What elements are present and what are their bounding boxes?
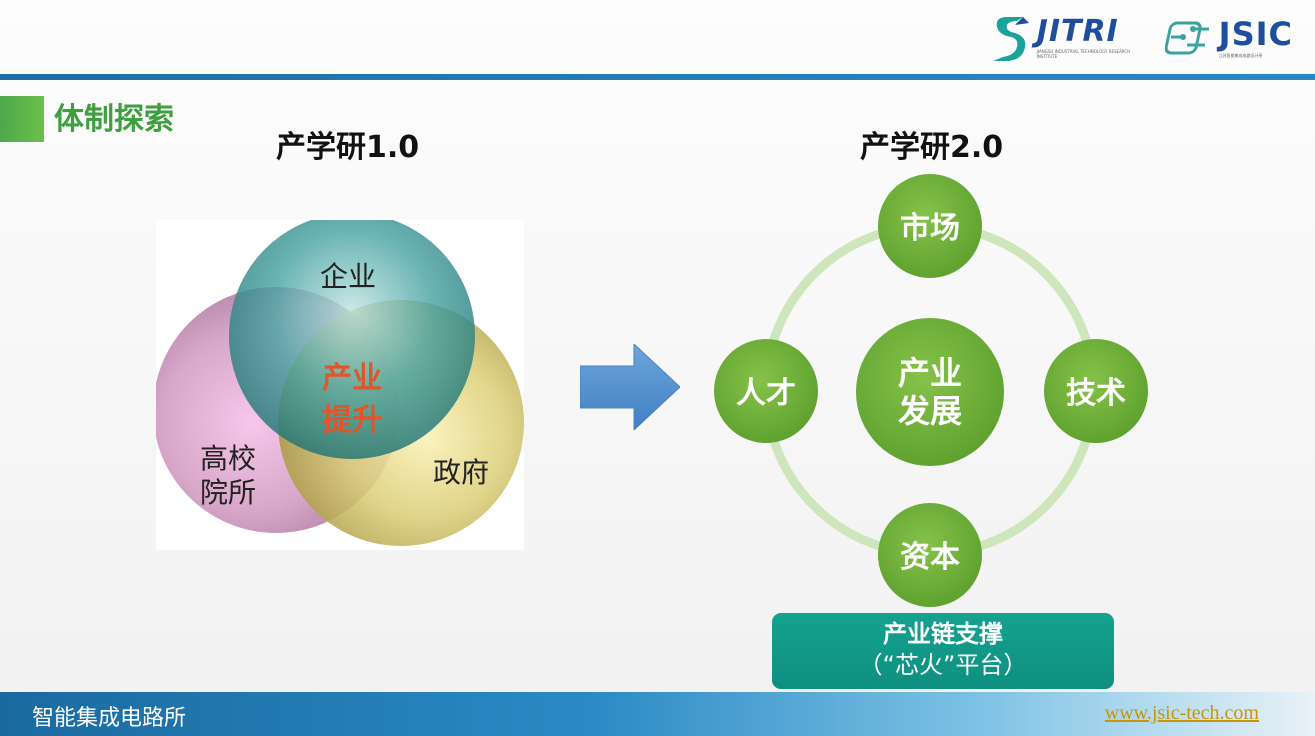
jsic-wordmark: JSIC <box>1219 18 1293 50</box>
node-bottom-label: 资本 <box>900 540 960 575</box>
venn-label-top: 企业 <box>320 261 376 293</box>
venn-label-left-2: 院所 <box>200 477 256 509</box>
center-label-1: 产业 <box>898 354 962 392</box>
chain-line-2: （“芯火”平台） <box>858 651 1028 679</box>
development-model: 产业 发展 市场 人才 技术 资本 <box>714 174 1148 607</box>
right-arrow-icon <box>580 344 680 430</box>
jitri-logo: JITRI JIANGSU INDUSTRIAL TECHNOLOGY RESE… <box>989 13 1147 63</box>
venn-label-left-1: 高校 <box>200 443 256 475</box>
header-logos: JITRI JIANGSU INDUSTRIAL TECHNOLOGY RESE… <box>989 8 1293 68</box>
venn-center-1: 产业 <box>322 361 382 396</box>
footer-url-link[interactable]: www.jsic-tech.com <box>1104 702 1259 724</box>
industry-chain-box: 产业链支撑 （“芯火”平台） <box>772 613 1114 689</box>
heading-2: 产学研2.0 <box>860 130 1004 165</box>
venn-center-2: 提升 <box>322 403 382 438</box>
venn-circle-top <box>229 213 475 459</box>
chain-line-1: 产业链支撑 <box>883 620 1003 648</box>
jsic-logo: JSIC 江苏智能集成电路设计所 <box>1164 15 1293 61</box>
node-left: 人才 <box>714 339 818 443</box>
venn-label-right: 政府 <box>433 457 489 489</box>
node-top: 市场 <box>878 174 982 278</box>
node-right-label: 技术 <box>1066 376 1126 411</box>
section-bar <box>0 96 44 142</box>
heading-1: 产学研1.0 <box>276 130 420 165</box>
jsic-chip-icon <box>1164 21 1209 55</box>
footer-org-name: 智能集成电路所 <box>32 706 187 731</box>
header-rule <box>0 74 1315 80</box>
venn-diagram: 企业 高校 院所 政府 产业 提升 <box>153 213 524 550</box>
center-label-2: 发展 <box>898 392 962 430</box>
node-right: 技术 <box>1044 339 1148 443</box>
center-node: 产业 发展 <box>856 318 1004 466</box>
node-bottom: 资本 <box>878 503 982 607</box>
jsic-subtitle: 江苏智能集成电路设计所 <box>1218 52 1263 58</box>
node-top-label: 市场 <box>900 211 960 246</box>
jsic-text: JSIC <box>1218 14 1293 53</box>
section-title: 体制探索 <box>54 102 174 137</box>
footer-bar <box>0 692 1315 736</box>
jitri-subtitle: JIANGSU INDUSTRIAL TECHNOLOGY RESEARCH I… <box>1036 48 1131 59</box>
jitri-wordmark: JITRI <box>1036 13 1119 49</box>
jitri-s-icon <box>992 17 1029 61</box>
node-left-label: 人才 <box>736 376 796 411</box>
